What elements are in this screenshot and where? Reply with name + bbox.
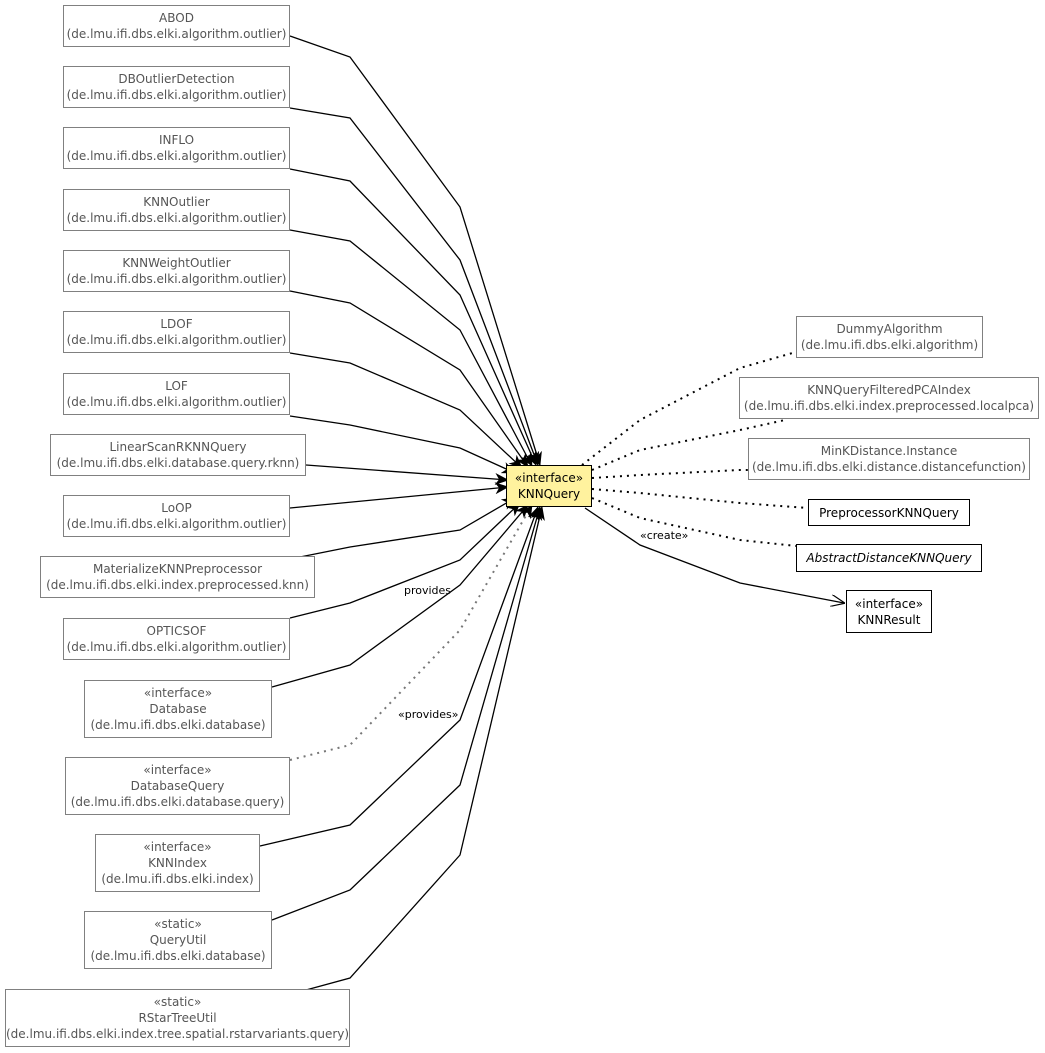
class-name: LinearScanRKNNQuery xyxy=(109,440,247,454)
package-name: (de.lmu.ifi.dbs.elki.database.query.rknn… xyxy=(56,456,300,470)
package-name: (de.lmu.ifi.dbs.elki.algorithm.outlier) xyxy=(66,333,287,347)
package-name: (de.lmu.ifi.dbs.elki.algorithm.outlier) xyxy=(66,395,287,409)
class-materializeknnpreprocessor[interactable]: MaterializeKNNPreprocessor (de.lmu.ifi.d… xyxy=(40,556,315,598)
knnquery-name: KNNQuery xyxy=(517,487,581,501)
knnquery-stereotype: «interface» xyxy=(514,471,584,485)
edge-queryutil xyxy=(271,506,543,921)
package-name: (de.lmu.ifi.dbs.elki.database) xyxy=(90,718,266,732)
class-name: LDOF xyxy=(160,317,193,331)
class-name: OPTICSOF xyxy=(146,624,207,638)
class-name: INFLO xyxy=(158,133,195,147)
class-name: PreprocessorKNNQuery xyxy=(819,505,959,520)
package-name: (de.lmu.ifi.dbs.elki.algorithm.outlier) xyxy=(66,211,287,225)
class-name: DatabaseQuery xyxy=(130,779,225,793)
class-inflo[interactable]: INFLO (de.lmu.ifi.dbs.elki.algorithm.out… xyxy=(63,127,290,169)
package-name: (de.lmu.ifi.dbs.elki.index.tree.spatial.… xyxy=(6,1027,350,1041)
class-knnoutlier[interactable]: KNNOutlier (de.lmu.ifi.dbs.elki.algorith… xyxy=(63,189,290,231)
edge-abod xyxy=(289,35,542,466)
class-ldof[interactable]: LDOF (de.lmu.ifi.dbs.elki.algorithm.outl… xyxy=(63,311,290,353)
package-name: (de.lmu.ifi.dbs.elki.index) xyxy=(101,872,254,886)
edge-linearscanrknnquery xyxy=(305,464,509,486)
class-dboutlierdetection[interactable]: DBOutlierDetection (de.lmu.ifi.dbs.elki.… xyxy=(63,66,290,108)
edge-preprocessorknnquery xyxy=(591,488,809,509)
class-dummyalgorithm[interactable]: DummyAlgorithm (de.lmu.ifi.dbs.elki.algo… xyxy=(796,316,983,358)
package-name: (de.lmu.ifi.dbs.elki.algorithm.outlier) xyxy=(66,640,287,654)
class-name: KNNOutlier xyxy=(143,195,210,209)
package-name: (de.lmu.ifi.dbs.elki.index.preprocessed.… xyxy=(46,578,309,592)
knnquery-node[interactable]: «interface» KNNQuery xyxy=(506,465,592,507)
edge-loop xyxy=(289,482,509,509)
class-name: DBOutlierDetection xyxy=(118,72,235,86)
class-name: ABOD xyxy=(159,11,194,25)
package-name: (de.lmu.ifi.dbs.elki.database) xyxy=(90,949,266,963)
package-name: (de.lmu.ifi.dbs.elki.algorithm.outlier) xyxy=(66,88,287,102)
package-name: (de.lmu.ifi.dbs.elki.algorithm) xyxy=(800,338,979,352)
class-knnweightoutlier[interactable]: KNNWeightOutlier (de.lmu.ifi.dbs.elki.al… xyxy=(63,250,290,292)
edge-rstartreeutil xyxy=(305,506,545,991)
class-name: MinKDistance.Instance xyxy=(820,444,958,458)
edge-opticsof xyxy=(289,502,521,619)
interface-databasequery[interactable]: «interface» DatabaseQuery (de.lmu.ifi.db… xyxy=(65,757,290,815)
edge-materializeknnpreprocessor xyxy=(299,497,516,558)
class-preprocessorknnquery[interactable]: PreprocessorKNNQuery xyxy=(808,499,970,526)
edge-inflo xyxy=(289,168,537,466)
package-name: (de.lmu.ifi.dbs.elki.database.query) xyxy=(70,795,285,809)
class-name: AbstractDistanceKNNQuery xyxy=(806,551,972,565)
class-loop[interactable]: LoOP (de.lmu.ifi.dbs.elki.algorithm.outl… xyxy=(63,495,290,537)
stereotype: «interface» xyxy=(143,840,212,854)
package-name: (de.lmu.ifi.dbs.elki.algorithm.outlier) xyxy=(66,272,287,286)
edge-label-create: «create» xyxy=(640,529,689,542)
class-name: Database xyxy=(149,702,207,716)
stereotype: «interface» xyxy=(143,686,213,700)
class-name: KNNQueryFilteredPCAIndex xyxy=(807,383,971,397)
class-abod[interactable]: ABOD (de.lmu.ifi.dbs.elki.algorithm.outl… xyxy=(63,5,290,47)
class-abstractdistanceknnquery[interactable]: AbstractDistanceKNNQuery xyxy=(796,544,982,572)
package-name: (de.lmu.ifi.dbs.elki.distance.distancefu… xyxy=(752,460,1026,474)
class-minkdistance-instance[interactable]: MinKDistance.Instance (de.lmu.ifi.dbs.el… xyxy=(748,438,1030,480)
edge-create-knnresult xyxy=(584,507,844,603)
stereotype: «static» xyxy=(154,917,202,931)
edge-abstractdistanceknnquery xyxy=(591,497,797,547)
class-knnqueryfilteredpcaindex[interactable]: KNNQueryFilteredPCAIndex (de.lmu.ifi.dbs… xyxy=(739,377,1039,419)
class-opticsof[interactable]: OPTICSOF (de.lmu.ifi.dbs.elki.algorithm.… xyxy=(63,618,290,660)
stereotype: «interface» xyxy=(854,596,924,611)
class-name: DummyAlgorithm xyxy=(836,322,943,336)
class-queryutil[interactable]: «static» QueryUtil (de.lmu.ifi.dbs.elki.… xyxy=(84,911,272,969)
stereotype: «static» xyxy=(153,995,202,1009)
class-lof[interactable]: LOF (de.lmu.ifi.dbs.elki.algorithm.outli… xyxy=(63,373,290,415)
class-name: QueryUtil xyxy=(149,933,207,947)
edge-knnoutlier xyxy=(289,229,533,467)
package-name: (de.lmu.ifi.dbs.elki.algorithm.outlier) xyxy=(66,27,287,41)
interface-knnindex[interactable]: «interface» KNNIndex (de.lmu.ifi.dbs.elk… xyxy=(95,834,260,892)
edge-dummyalgorithm xyxy=(581,351,797,466)
class-name: MaterializeKNNPreprocessor xyxy=(92,562,263,576)
edge-ldof xyxy=(289,352,523,469)
stereotype: «interface» xyxy=(143,763,212,777)
edge-lof xyxy=(289,415,516,474)
class-name: KNNResult xyxy=(857,612,921,627)
class-rstartreeutil[interactable]: «static» RStarTreeUtil (de.lmu.ifi.dbs.e… xyxy=(5,989,350,1047)
package-name: (de.lmu.ifi.dbs.elki.algorithm.outlier) xyxy=(66,149,287,163)
edge-minkdistance-instance xyxy=(591,469,748,479)
package-name: (de.lmu.ifi.dbs.elki.algorithm.outlier) xyxy=(66,517,287,531)
class-name: RStarTreeUtil xyxy=(138,1011,217,1025)
class-linearscanrknnquery[interactable]: LinearScanRKNNQuery (de.lmu.ifi.dbs.elki… xyxy=(50,434,306,476)
edge-dboutlierdetection xyxy=(289,107,539,466)
class-name: LoOP xyxy=(161,501,192,515)
interface-knnresult[interactable]: «interface» KNNResult xyxy=(846,590,932,633)
edge-databasequery xyxy=(289,504,533,761)
edge-label-provides: provides xyxy=(404,584,452,597)
package-name: (de.lmu.ifi.dbs.elki.index.preprocessed.… xyxy=(743,399,1035,413)
class-name: LOF xyxy=(165,379,188,393)
edge-knnweightoutlier xyxy=(289,290,529,468)
edge-knnindex xyxy=(259,506,540,847)
interface-database[interactable]: «interface» Database (de.lmu.ifi.dbs.elk… xyxy=(84,680,272,738)
edge-label-provides-stereotype: «provides» xyxy=(398,708,459,721)
class-name: KNNWeightOutlier xyxy=(122,256,231,270)
class-name: KNNIndex xyxy=(148,856,207,870)
edge-database xyxy=(271,504,529,688)
